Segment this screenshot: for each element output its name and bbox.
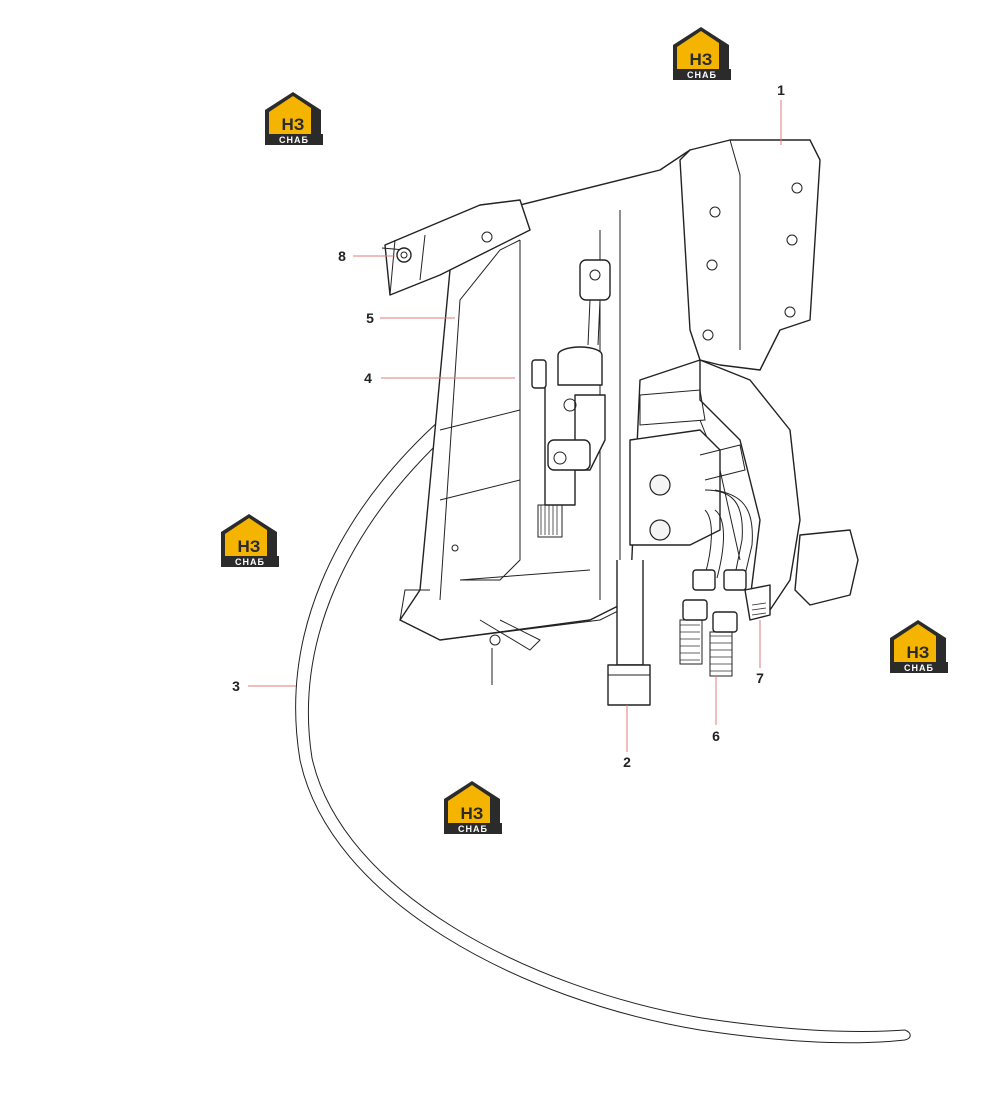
svg-text:НЗ: НЗ [690,50,713,69]
hydraulic-fitting [679,569,747,677]
svg-text:НЗ: НЗ [282,115,305,134]
svg-text:НЗ: НЗ [907,643,930,662]
svg-text:СНАБ: СНАБ [235,557,265,567]
bracket-plate [679,139,821,371]
top-arm [384,199,531,296]
bolt [381,247,412,263]
leader-lines [248,100,782,752]
hoses [704,489,753,579]
callout-3: 3 [232,678,240,694]
callout-8: 8 [338,248,346,264]
callout-1: 1 [777,82,785,98]
watermark-logo-2: НЗ СНАБ [265,92,323,145]
watermark-logo-4: НЗ СНАБ [890,620,948,673]
valve-block [629,389,746,546]
callout-2: 2 [623,754,631,770]
svg-text:НЗ: НЗ [238,537,261,556]
watermark-logo-1: НЗ СНАБ [673,27,731,80]
callout-5: 5 [366,310,374,326]
cable-hose [295,419,911,1044]
svg-text:НЗ: НЗ [461,804,484,823]
pedal-pad-fitting [744,584,771,621]
master-cylinder [531,346,606,538]
watermark-logo-5: НЗ СНАБ [444,781,502,834]
svg-text:СНАБ: СНАБ [279,135,309,145]
linkage [579,259,611,346]
callout-4: 4 [364,370,372,386]
callout-7: 7 [756,670,764,686]
callout-labels: 1 2 3 4 5 6 7 8 [232,82,785,770]
callout-6: 6 [712,728,720,744]
rod-bottom [607,560,651,706]
svg-text:СНАБ: СНАБ [458,824,488,834]
watermark-logo-3: НЗ СНАБ [221,514,279,567]
svg-text:СНАБ: СНАБ [687,70,717,80]
svg-text:СНАБ: СНАБ [904,663,934,673]
